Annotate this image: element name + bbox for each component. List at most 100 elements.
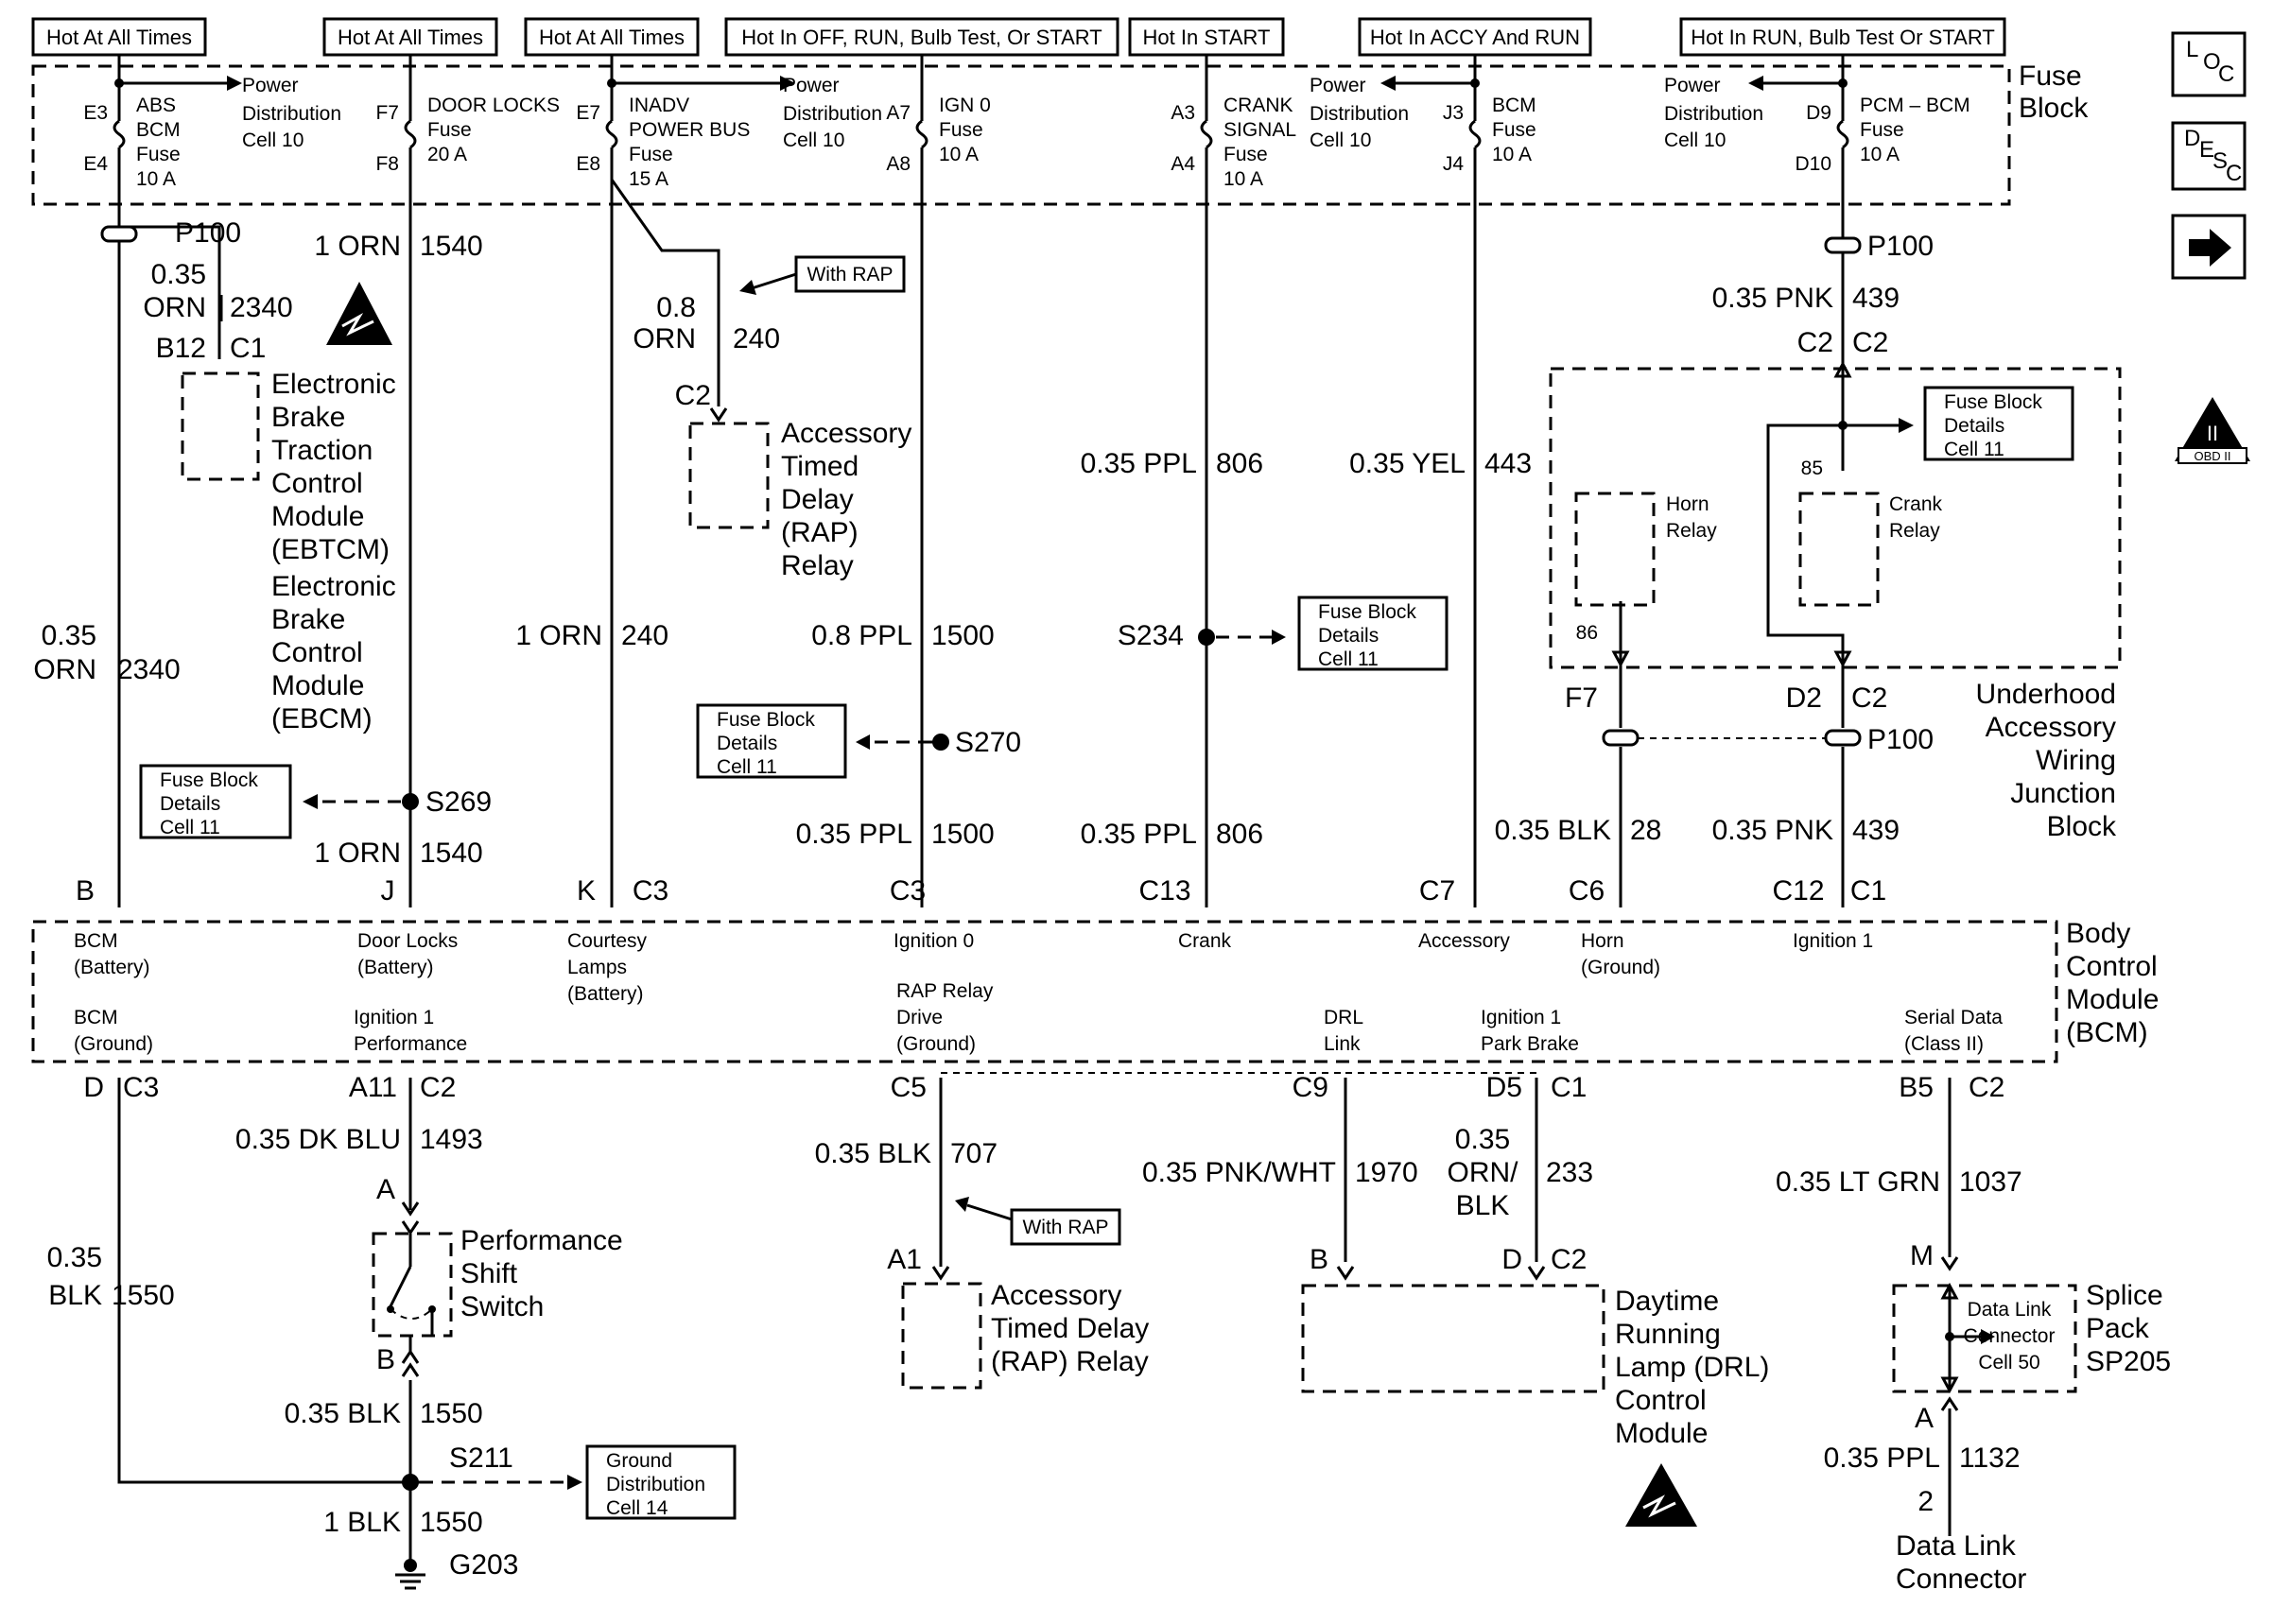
obd-ii-icon[interactable]: OBD II II	[2175, 397, 2250, 464]
ebtcm-label: Control	[271, 468, 363, 499]
svg-text:86: 86	[1576, 622, 1598, 644]
svg-text:240: 240	[733, 323, 780, 354]
fuse-name-line: SIGNAL	[1223, 119, 1296, 141]
bcm-pin-label: Ignition 0	[894, 930, 974, 952]
fuse-symbol-icon	[1836, 119, 1849, 149]
svg-text:1540: 1540	[420, 231, 483, 262]
svg-text:0.8 PPL: 0.8 PPL	[811, 620, 912, 651]
fuse-block-title-2: Block	[2019, 93, 2089, 124]
svg-text:0.35 PPL: 0.35 PPL	[1824, 1443, 1940, 1474]
bcm-pin-label: Serial Data	[1904, 1007, 2003, 1028]
ebtcm-module: ElectronicBrakeTractionControlModule(EBT…	[181, 369, 396, 734]
svg-text:B: B	[376, 1344, 395, 1375]
svg-text:S269: S269	[425, 786, 492, 818]
fuse-cavity-top: E7	[576, 102, 600, 124]
fuse-block-details-ref-2-line: Cell 11	[717, 756, 777, 778]
svg-text:0.35 LT GRN: 0.35 LT GRN	[1776, 1166, 1940, 1198]
bcm-pin-label: Accessory	[1418, 930, 1510, 952]
fuse-name-line: 10 A	[1492, 144, 1532, 165]
description-icon[interactable]: D E S C	[2171, 121, 2247, 191]
svg-text:B: B	[1310, 1244, 1328, 1275]
svg-text:C3: C3	[123, 1072, 159, 1103]
fuse-symbol-icon	[605, 119, 618, 149]
power-dist-3-a: Power	[1310, 75, 1366, 96]
svg-text:0.35 BLK: 0.35 BLK	[1495, 815, 1611, 846]
bcm-pin-label: (Ground)	[74, 1033, 153, 1055]
svg-text:C: C	[2226, 161, 2242, 186]
p100-label-3: P100	[1867, 724, 1934, 755]
ebtcm-label: (EBTCM)	[271, 534, 390, 565]
fuse-name-line: ABS	[136, 95, 176, 116]
wire-labels-upper: 0.35 ORN 2340 B12 C1 1 ORN 1540 0.8 ORN …	[143, 231, 1900, 479]
dlc-ref-line: Data Link	[1968, 1299, 2052, 1321]
uajb-label: Accessory	[1986, 712, 2116, 743]
fuse-block-details-ref-1-line: Details	[160, 793, 220, 815]
ebcm-label: Control	[271, 637, 363, 668]
location-icon[interactable]: L O C	[2171, 31, 2247, 97]
svg-text:With RAP: With RAP	[1022, 1217, 1108, 1238]
bcm-pin-label: (Class II)	[1904, 1033, 1984, 1055]
svg-text:1500: 1500	[931, 620, 995, 651]
ground-distribution-ref-line: Ground	[606, 1450, 672, 1472]
fuse-cavity-top: A3	[1171, 102, 1195, 124]
svg-text:C2: C2	[675, 380, 711, 411]
svg-text:B: B	[76, 875, 95, 907]
wire-labels-lower: D C3 A11 C2 C5 C9 D5 C1 B5 C2 0.35 BLK 1…	[47, 1072, 2022, 1581]
lower-wires	[117, 1072, 1952, 1590]
ground-icon	[404, 1559, 417, 1572]
bcm-title: (BCM)	[2066, 1017, 2148, 1048]
fuse-name-line: Fuse	[939, 119, 983, 141]
power-dist-4-c: Cell 10	[1664, 130, 1726, 151]
svg-text:1970: 1970	[1355, 1157, 1418, 1188]
fuse-block-details-ref-3-line: Details	[1318, 625, 1379, 647]
power-dist-4-b: Distribution	[1664, 103, 1763, 125]
svg-text:439: 439	[1852, 815, 1900, 846]
svg-text:C: C	[2218, 61, 2234, 87]
svg-text:S211: S211	[449, 1443, 513, 1474]
svg-text:G203: G203	[449, 1549, 518, 1581]
horn-relay-label: Horn	[1666, 493, 1709, 515]
svg-text:BLK: BLK	[48, 1280, 102, 1311]
bcm-pin-label: (Ground)	[896, 1033, 976, 1055]
svg-text:0.35 PNK: 0.35 PNK	[1712, 283, 1833, 314]
dlc-label: Connector	[1896, 1564, 2026, 1595]
next-arrow-icon[interactable]	[2171, 214, 2247, 280]
bcm-title: Body	[2066, 918, 2130, 949]
rap-relay-label: Relay	[781, 550, 854, 581]
svg-text:0.35 YEL: 0.35 YEL	[1349, 448, 1466, 479]
fuse-block-details-ref-4-line: Cell 11	[1944, 439, 2004, 460]
ebtcm-label: Brake	[271, 402, 345, 433]
fuse-block-details-ref-4-line: Fuse Block	[1944, 391, 2042, 413]
svg-text:C2: C2	[1797, 327, 1833, 358]
splice-s234	[1198, 629, 1215, 646]
fuse-cavity-top: D9	[1806, 102, 1831, 124]
svg-text:OBD II: OBD II	[2194, 449, 2230, 463]
svg-text:C5: C5	[891, 1072, 927, 1103]
main-wires	[117, 170, 1845, 907]
fuse-name-line: Fuse	[427, 119, 472, 141]
bcm-pin-label: Drive	[896, 1007, 943, 1028]
with-rap-callout-bottom: With RAP	[955, 1197, 1121, 1246]
rap-relay-label: Delay	[781, 484, 854, 515]
svg-text:O: O	[2203, 49, 2221, 75]
fuse-cavity-bottom: E8	[576, 153, 600, 175]
svg-text:1550: 1550	[420, 1507, 483, 1538]
bcm-pin-label: (Ground)	[1581, 957, 1660, 978]
rap-relay-label: Timed	[781, 451, 859, 482]
svg-text:85: 85	[1801, 458, 1823, 479]
svg-text:1500: 1500	[931, 819, 995, 850]
fuse-symbol-icon	[113, 119, 126, 149]
drl-label: Daytime	[1615, 1286, 1719, 1317]
svg-text:C9: C9	[1293, 1072, 1328, 1103]
